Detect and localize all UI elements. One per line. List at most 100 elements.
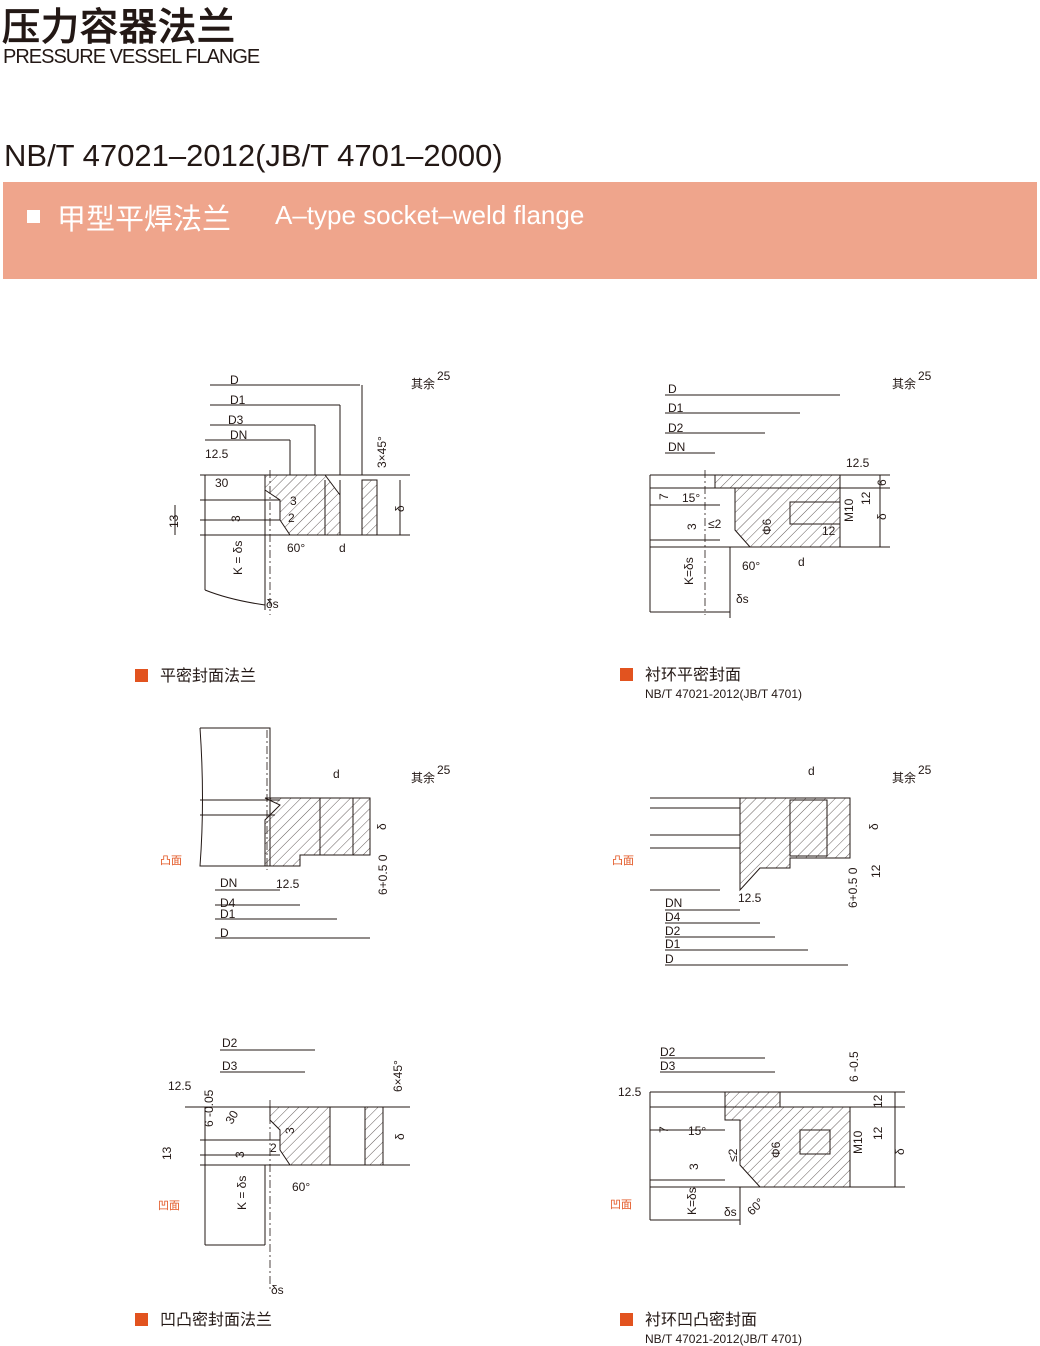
caption-label: 衬环凹凸密封面 — [645, 1310, 758, 1329]
dim-label: DN — [220, 876, 237, 890]
dim-label: 12.5 — [738, 891, 762, 905]
caption-flat-face: 平密封面法兰 — [135, 662, 256, 686]
dim-label: K = δs — [231, 541, 245, 575]
dim-label: δs — [271, 1283, 284, 1297]
dim-label: D4 — [220, 896, 236, 910]
caption-label: 凹凸密封面法兰 — [160, 1310, 273, 1329]
roughness-value: 25 — [918, 369, 932, 383]
dim-label: 12 — [869, 864, 883, 878]
dim-label: 6 — [875, 479, 889, 486]
dim-label: Φ6 — [769, 1141, 783, 1158]
drawing-raised-face-flange: d 其余 25 凸面 δ DN 12.5 6+0.5 0 D4 D1 D — [160, 727, 451, 940]
dim-label: δs — [266, 597, 279, 611]
page-subtitle: PRESSURE VESSEL FLANGE — [3, 46, 260, 68]
dim-label: M10 — [842, 498, 856, 522]
dim-label: δ — [375, 823, 389, 830]
dim-label: 3 — [685, 523, 699, 530]
dim-label: D2 — [222, 1036, 238, 1050]
dim-label: 3 — [283, 1127, 297, 1134]
dim-label: 3 — [687, 1163, 701, 1170]
roughness-note: 其余 — [892, 770, 916, 785]
dim-label: K=δs — [685, 1187, 699, 1215]
caption-label: 衬环平密封面 — [645, 665, 742, 684]
face-label: 凹面 — [610, 1199, 632, 1211]
page-title: 压力容器法兰 — [2, 5, 237, 49]
dim-label: ≤2 — [726, 1148, 740, 1162]
dim-label: D2 — [665, 924, 681, 938]
dim-label: d — [333, 767, 340, 781]
dim-label: 60° — [742, 559, 760, 573]
roughness-value: 25 — [918, 763, 932, 777]
dim-label: M10 — [851, 1130, 865, 1154]
drawing-tongue-groove-flange: D2 D3 12.5 6 -0.05 30 6×45° 13 3 3 2 K =… — [158, 1036, 410, 1297]
dim-label: 6 -0.5 — [847, 1051, 861, 1082]
dim-label: δ — [867, 823, 881, 830]
standard-number: NB/T 47021–2012(JB/T 4701–2000) — [4, 138, 503, 173]
dim-label: 6 -0.05 — [202, 1089, 216, 1127]
dim-label: 60° — [292, 1180, 310, 1194]
square-bullet-icon — [135, 1313, 148, 1326]
roughness-note: 其余 — [411, 376, 435, 391]
dim-label: D1 — [220, 907, 236, 921]
dim-label: D1 — [230, 393, 246, 407]
square-bullet-icon — [27, 210, 40, 223]
dim-label: 60° — [287, 541, 305, 555]
section-band: 甲型平焊法兰 A–type socket–weld flange — [3, 182, 1037, 279]
dim-label: 12 — [859, 491, 873, 505]
dim-label: 7 — [657, 1126, 671, 1133]
dim-label: D2 — [660, 1045, 676, 1059]
caption-standard: NB/T 47021-2012(JB/T 4701) — [645, 1332, 802, 1346]
dim-label: d — [798, 555, 805, 569]
dim-label: 6+0.5 0 — [846, 867, 860, 908]
caption-tongue-groove: 凹凸密封面法兰 — [135, 1306, 272, 1330]
dim-label: 3×45° — [375, 436, 389, 468]
dim-label: δ — [393, 505, 407, 512]
dim-label: DN — [230, 428, 247, 442]
dim-label: D3 — [228, 413, 244, 427]
dim-label: d — [808, 764, 815, 778]
dim-label: K=δs — [682, 557, 696, 585]
dim-label: 15° — [682, 491, 700, 505]
dim-label: D — [220, 926, 229, 940]
face-label: 凸面 — [612, 855, 634, 867]
dim-label: 3 — [229, 515, 243, 522]
dim-label: D3 — [660, 1059, 676, 1073]
dim-label: K = δs — [235, 1176, 249, 1210]
dim-label: 12.5 — [205, 447, 229, 461]
dim-label: δ — [393, 1133, 407, 1140]
dim-label: D — [668, 382, 677, 396]
roughness-value: 25 — [437, 763, 451, 777]
dim-label: D — [665, 952, 674, 966]
dim-label: 60° — [744, 1195, 767, 1218]
dim-label: 2 — [270, 1141, 277, 1155]
dim-label: 6+0.5 0 — [376, 854, 390, 895]
drawing-lined-tongue-groove: D2 D3 12.5 6 -0.5 7 15° 12 M10 12 δ 3 Φ6… — [610, 1045, 907, 1225]
dim-label: D2 — [668, 421, 684, 435]
dim-label: 12.5 — [168, 1079, 192, 1093]
dim-label: δs — [724, 1205, 737, 1219]
dim-label: 3 — [290, 494, 297, 508]
caption-label: 平密封面法兰 — [160, 666, 257, 685]
dim-label: 30 — [222, 1108, 241, 1127]
roughness-value: 25 — [437, 369, 451, 383]
dim-label: D1 — [668, 401, 684, 415]
roughness-note: 其余 — [411, 770, 435, 785]
dim-label: D1 — [665, 937, 681, 951]
dim-label: d — [339, 541, 346, 555]
dim-label: 6×45° — [391, 1060, 405, 1092]
dim-label: 3 — [233, 1151, 247, 1158]
drawing-lined-raised-face: d 其余 25 凸面 δ 12 12.5 6+0.5 0 DN D4 D2 D1… — [612, 763, 932, 966]
dim-label: 30 — [215, 476, 229, 490]
caption-standard: NB/T 47021-2012(JB/T 4701) — [645, 687, 802, 701]
dim-label: 13 — [160, 1146, 174, 1160]
dim-label: 2 — [288, 511, 295, 525]
caption-lined-flat-face: 衬环平密封面 NB/T 47021-2012(JB/T 4701) — [620, 661, 802, 701]
dim-label: 15° — [688, 1124, 706, 1138]
face-label: 凸面 — [160, 855, 182, 867]
dim-label: 12.5 — [846, 456, 870, 470]
dim-label: 7 — [657, 493, 671, 500]
dim-label: D3 — [222, 1059, 238, 1073]
dim-label: δ — [875, 513, 889, 520]
drawing-lined-flat-face: D D1 D2 DN 12.5 6 7 15° 3 ≤2 Φ6 M10 12 1… — [649, 369, 932, 618]
